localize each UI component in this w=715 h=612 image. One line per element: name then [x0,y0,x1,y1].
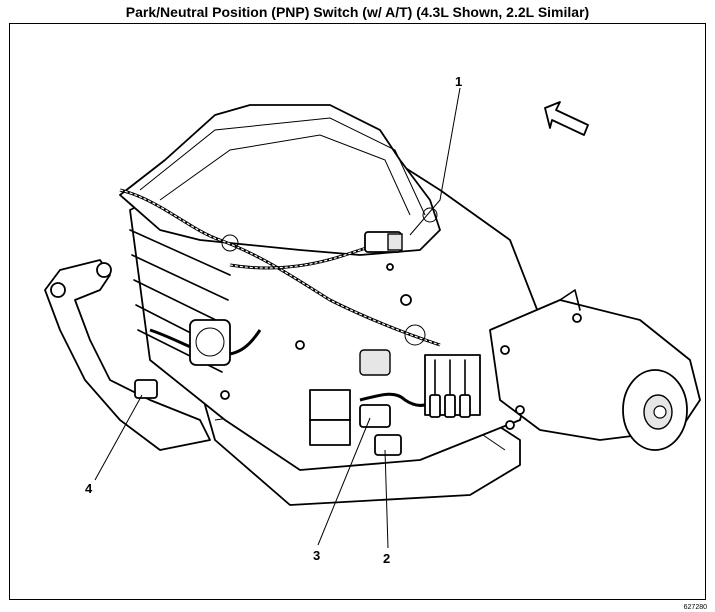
leader-line-1 [409,87,461,236]
connector-2 [374,434,402,456]
pnp-switch [309,389,351,421]
sensor-block [359,349,391,376]
leader-line-2 [384,449,389,549]
callout-1: 1 [455,74,462,89]
diagram-frame [9,23,706,600]
leader-line-4 [94,394,143,481]
connector-left [189,319,231,366]
connector-4 [134,379,158,399]
connector-3 [359,404,391,428]
diagram-title: Park/Neutral Position (PNP) Switch (w/ A… [125,4,590,20]
figure-code: 627280 [683,604,707,611]
callout-3: 3 [313,548,320,563]
leader-line-3 [317,417,371,546]
direction-arrow-icon [544,101,589,136]
callout-2: 2 [383,551,390,566]
callout-4: 4 [85,481,93,496]
